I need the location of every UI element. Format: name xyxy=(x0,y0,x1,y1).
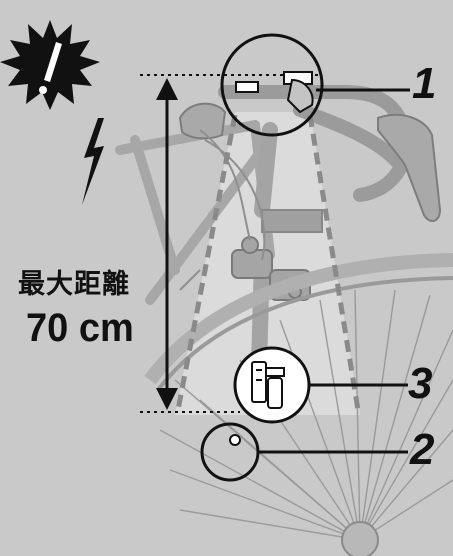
distance-arrow xyxy=(156,78,178,410)
callout-number-1: 1 xyxy=(412,59,437,108)
callout-circle-2 xyxy=(200,422,408,482)
distance-value: 70 cm xyxy=(26,306,134,350)
callout-circle-1 xyxy=(220,33,410,137)
callout-number-3: 3 xyxy=(408,359,433,408)
exclamation-burst-icon xyxy=(0,20,100,110)
front-reflector xyxy=(261,209,323,233)
brake-lever xyxy=(178,102,442,222)
beam-edges xyxy=(175,114,361,411)
wheel-spokes xyxy=(159,289,453,541)
front-wheel xyxy=(144,253,453,392)
brake-cables xyxy=(179,129,266,291)
lightning-bolt-icon xyxy=(82,118,104,205)
distance-label: 最大距離 xyxy=(18,269,130,300)
callout-circle-3 xyxy=(233,346,408,424)
wheel-hub xyxy=(341,521,379,556)
callout-number-2: 2 xyxy=(410,425,435,474)
